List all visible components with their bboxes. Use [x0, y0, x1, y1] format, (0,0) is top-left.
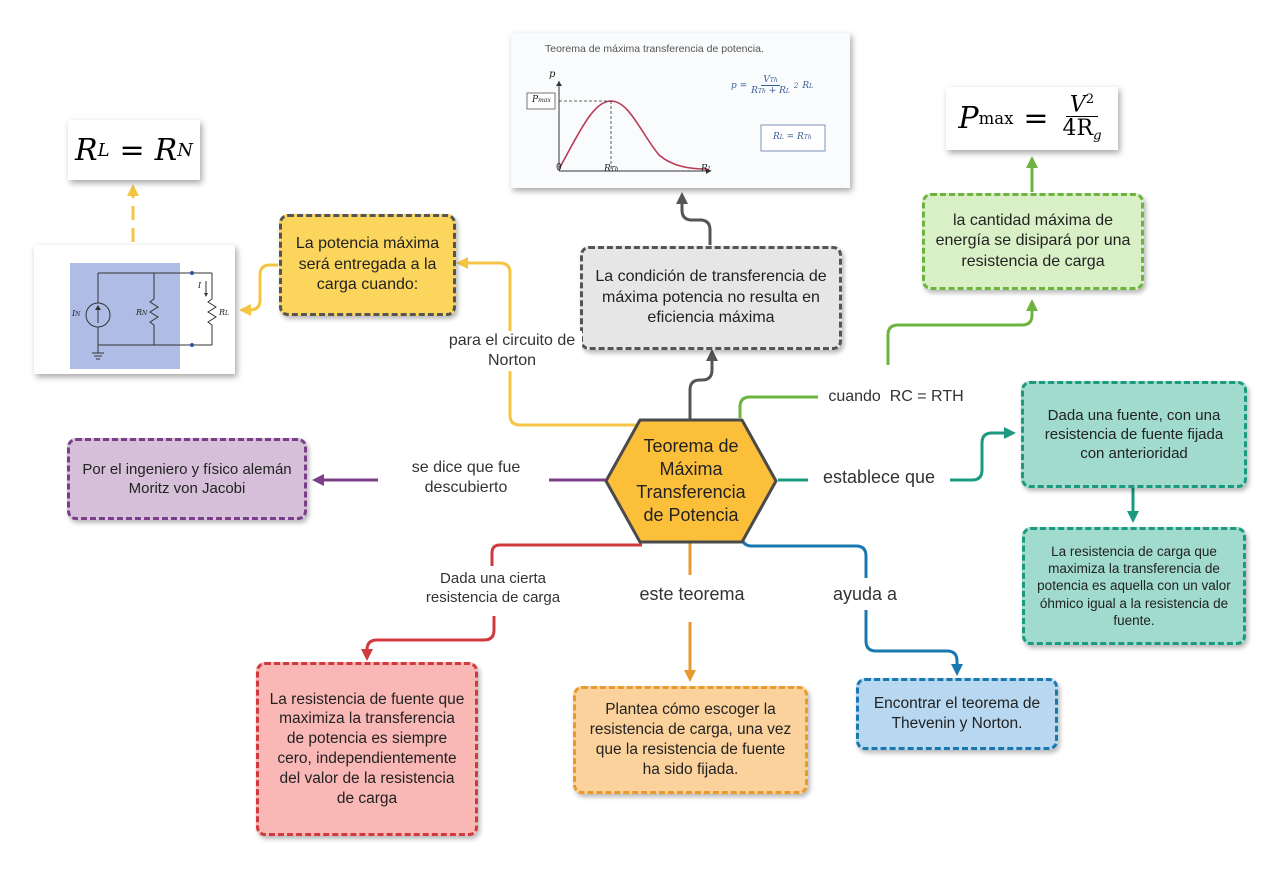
link-blue-down: [864, 610, 963, 676]
circuit-source-label: IN: [72, 309, 81, 318]
norton-circuit-card: IN RN I RL: [34, 245, 235, 374]
center-topic[interactable]: Teorema de Máxima Transferencia de Poten…: [636, 435, 746, 526]
circuit-rn-label: RN: [136, 308, 148, 317]
circuit-current-label: I: [198, 281, 202, 290]
graph-condition: RL = RTh: [773, 132, 812, 142]
power-curve: [558, 100, 708, 170]
label-este-teorema: este teorema: [622, 583, 762, 606]
link-center-to-red: [490, 543, 642, 566]
link-green-up: [886, 299, 1038, 365]
graph-y-label: p: [549, 69, 556, 80]
node-source-zero[interactable]: La resistencia de fuente que maximiza la…: [256, 662, 478, 836]
graph-equation: p = VTh RTh + RL 2 RL: [731, 75, 814, 97]
graph-rl-label: RL: [701, 164, 712, 174]
link-norton-to-circuit: [239, 263, 278, 316]
node-jacobi[interactable]: Por el ingeniero y físico alemán Moritz …: [67, 438, 307, 520]
node-norton-condition[interactable]: La potencia máxima será entregada a la c…: [279, 214, 456, 316]
graph-card: Teorema de máxima transferencia de poten…: [511, 33, 850, 188]
label-ayuda: ayuda a: [818, 583, 912, 606]
power-curve-graph: [526, 81, 826, 174]
node-load-resistance[interactable]: La resistencia de carga que maximiza la …: [1022, 527, 1246, 645]
node-fixed-source[interactable]: Dada una fuente, con una resistencia de …: [1021, 381, 1247, 488]
link-teal-up: [948, 427, 1016, 482]
link-red-down: [361, 616, 496, 661]
label-establece: establece que: [808, 466, 950, 489]
graph-title: Teorema de máxima transferencia de poten…: [545, 43, 764, 55]
circuit-rl-label: RL: [219, 308, 230, 317]
center-hexagon-shape: [604, 418, 778, 544]
link-center-to-gray: [688, 349, 718, 420]
link-gray-to-graph: [676, 192, 712, 245]
graph-origin-label: 0: [556, 163, 562, 173]
norton-circuit-diagram: [70, 263, 217, 369]
node-max-efficiency[interactable]: La condición de transferencia de máxima …: [580, 246, 842, 350]
link-center-to-blue: [740, 534, 868, 578]
label-rc-rth: cuando RC = RTH: [818, 387, 974, 407]
node-choose-load[interactable]: Plantea cómo escoger la resistencia de c…: [573, 686, 808, 794]
graph-rth-label: RTh: [604, 164, 619, 174]
label-dada-carga: Dada una cierta resistencia de carga: [406, 570, 580, 608]
node-thevenin-norton[interactable]: Encontrar el teorema de Thevenin y Norto…: [856, 678, 1058, 750]
link-center-to-green: [738, 395, 820, 418]
label-norton-circuit: para el circuito de Norton: [442, 331, 582, 371]
graph-pmax-label: Pmax: [532, 95, 551, 105]
node-max-energy[interactable]: la cantidad máxima de energía se disipar…: [922, 193, 1144, 290]
label-descubierto: se dice que fue descubierto: [383, 458, 549, 498]
